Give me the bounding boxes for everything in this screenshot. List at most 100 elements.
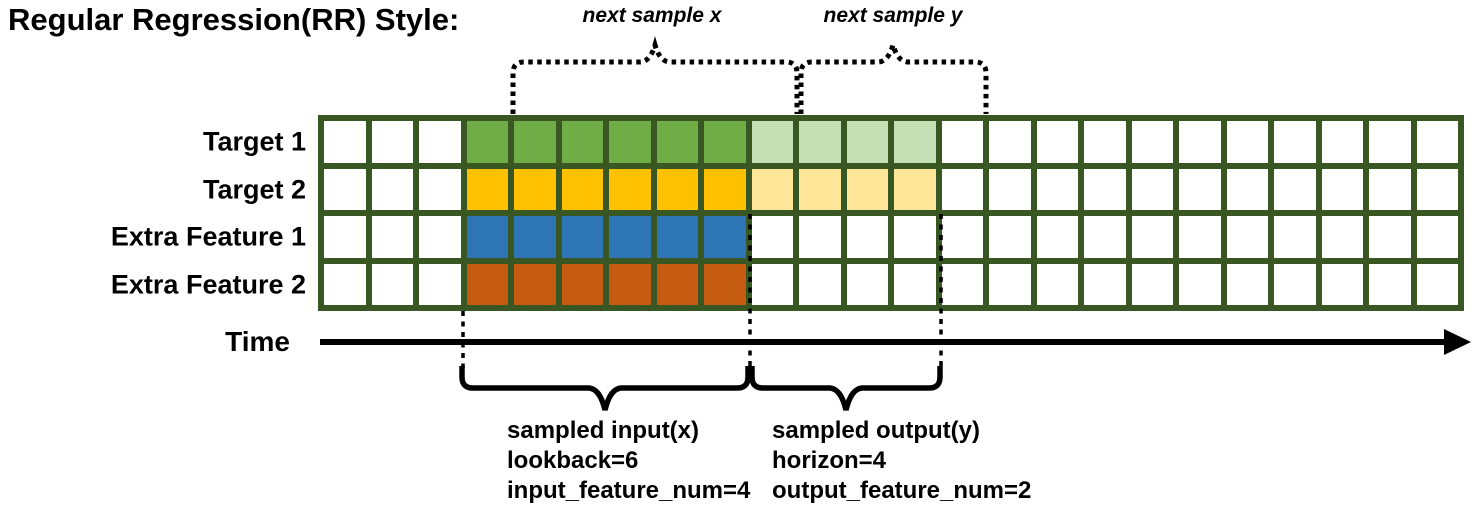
- grid-cell: [1321, 168, 1363, 210]
- grid-cell: [751, 216, 793, 258]
- grid-cell: [609, 121, 651, 163]
- grid-cell: [514, 168, 556, 210]
- grid-cell: [1274, 263, 1316, 305]
- grid-cell: [989, 263, 1031, 305]
- sampled-output-title: sampled output(y): [772, 417, 980, 444]
- sample-grid: [318, 115, 1464, 311]
- grid-cell: [1369, 216, 1411, 258]
- grid-cell: [324, 121, 366, 163]
- lookback-value: lookback=6: [507, 447, 639, 474]
- grid-cell: [704, 121, 746, 163]
- grid-cell: [1416, 121, 1458, 163]
- diagram-title: Regular Regression(RR) Style:: [8, 2, 460, 37]
- grid-cell: [561, 168, 603, 210]
- grid-cell: [656, 121, 698, 163]
- grid-cell: [1416, 263, 1458, 305]
- grid-cell: [1416, 216, 1458, 258]
- grid-cell: [989, 216, 1031, 258]
- grid-cell: [1131, 263, 1173, 305]
- grid-cell: [514, 216, 556, 258]
- grid-cell: [704, 216, 746, 258]
- grid-cell: [1036, 263, 1078, 305]
- grid-cell: [1226, 216, 1268, 258]
- grid-cell: [1179, 263, 1221, 305]
- grid-cell: [1084, 121, 1126, 163]
- grid-cell: [609, 216, 651, 258]
- sampled-input-brace: [459, 366, 751, 411]
- grid-cell: [1131, 121, 1173, 163]
- horizon-value: horizon=4: [772, 447, 887, 474]
- grid-cell: [1274, 168, 1316, 210]
- grid-cell: [751, 121, 793, 163]
- next-sample-x-brace: [510, 36, 800, 114]
- grid-cell: [1416, 168, 1458, 210]
- grid-cell: [1036, 168, 1078, 210]
- grid-cell: [1369, 263, 1411, 305]
- row-label-target-2: Target 2: [202, 174, 306, 205]
- grid-cell: [1131, 216, 1173, 258]
- grid-cell: [1036, 216, 1078, 258]
- next-sample-y-brace: [798, 36, 989, 114]
- time-axis-label: Time: [225, 326, 290, 357]
- grid-cell: [894, 263, 936, 305]
- grid-cell: [799, 216, 841, 258]
- grid-cell: [751, 263, 793, 305]
- grid-cell: [656, 216, 698, 258]
- grid-cell: [1084, 216, 1126, 258]
- grid-cell: [894, 216, 936, 258]
- sampled-input-caption: sampled input(x) lookback=6 input_featur…: [507, 416, 750, 506]
- grid-cell: [466, 121, 508, 163]
- grid-cell: [514, 121, 556, 163]
- row-label-extra-feature-2: Extra Feature 2: [110, 269, 306, 300]
- grid-cell: [846, 121, 888, 163]
- grid-cell: [514, 263, 556, 305]
- grid-cell: [371, 168, 413, 210]
- grid-cell: [846, 168, 888, 210]
- grid-cell: [799, 168, 841, 210]
- grid-cell: [561, 263, 603, 305]
- grid-cell: [799, 121, 841, 163]
- grid-cell: [656, 168, 698, 210]
- grid-cell: [466, 263, 508, 305]
- grid-cell: [371, 216, 413, 258]
- grid-cell: [989, 121, 1031, 163]
- grid-cell: [1274, 121, 1316, 163]
- grid-cell: [941, 168, 983, 210]
- grid-cell: [1369, 168, 1411, 210]
- grid-cell: [419, 168, 461, 210]
- grid-cell: [1226, 121, 1268, 163]
- grid-cell: [1321, 263, 1363, 305]
- grid-cell: [656, 263, 698, 305]
- grid-cell: [466, 168, 508, 210]
- input-feature-num-value: input_feature_num=4: [507, 477, 751, 504]
- grid-cell: [561, 216, 603, 258]
- grid-cell: [1084, 168, 1126, 210]
- grid-cell: [799, 263, 841, 305]
- grid-cell: [371, 263, 413, 305]
- grid-cell: [466, 216, 508, 258]
- grid-cell: [1179, 168, 1221, 210]
- grid-cell: [941, 216, 983, 258]
- grid-cell: [1131, 168, 1173, 210]
- sampled-input-title: sampled input(x): [507, 417, 700, 444]
- row-label-extra-feature-1: Extra Feature 1: [110, 221, 306, 252]
- row-label-target-1: Target 1: [202, 126, 306, 157]
- grid-cell: [1274, 216, 1316, 258]
- grid-cell: [704, 263, 746, 305]
- grid-cell: [1179, 216, 1221, 258]
- grid-cell: [894, 168, 936, 210]
- grid-cell: [324, 263, 366, 305]
- grid-cell: [1321, 216, 1363, 258]
- grid-cell: [561, 121, 603, 163]
- time-axis-arrowhead: [1444, 329, 1471, 355]
- sampled-output-brace: [749, 366, 943, 411]
- grid-cell: [419, 121, 461, 163]
- grid-cell: [1321, 121, 1363, 163]
- grid-cell: [1036, 121, 1078, 163]
- next-sample-y-label: next sample y: [823, 4, 963, 27]
- sampled-output-caption: sampled output(y) horizon=4 output_featu…: [772, 416, 1031, 506]
- grid-cell: [371, 121, 413, 163]
- grid-cell: [609, 168, 651, 210]
